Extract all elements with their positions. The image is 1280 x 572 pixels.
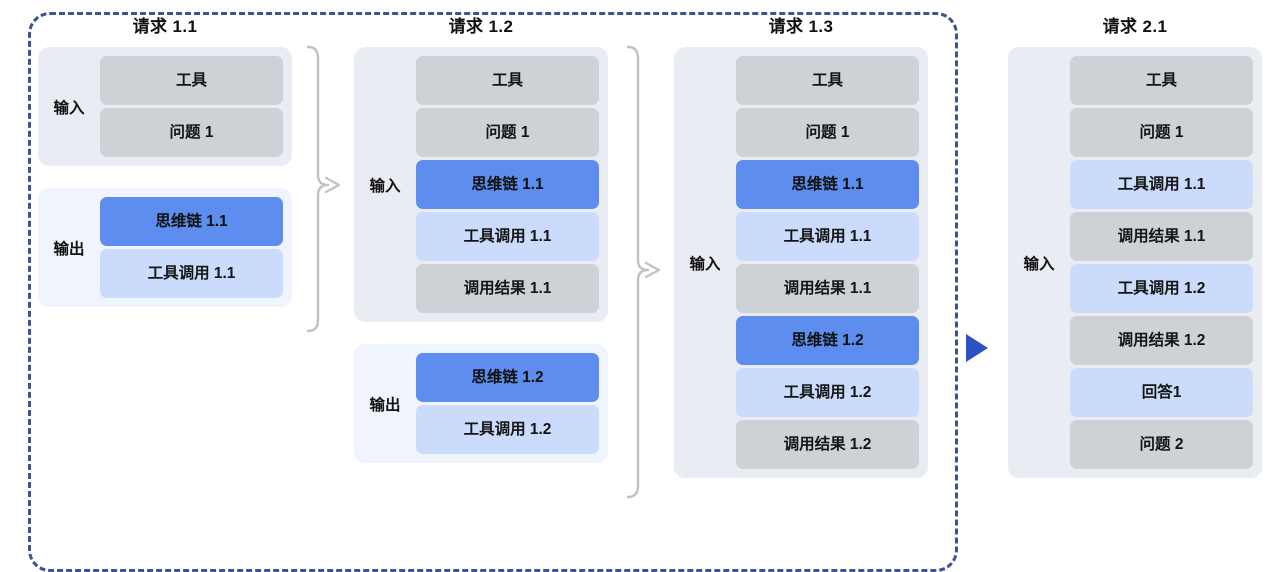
item-chip[interactable]: 工具 [1070, 56, 1253, 105]
column-title: 请求 1.1 [132, 17, 198, 36]
output-panel: 输出 思维链 1.2 工具调用 1.2 [354, 344, 608, 463]
item-chip[interactable]: 调用结果 1.1 [736, 264, 919, 313]
item-chip[interactable]: 工具 [100, 56, 283, 105]
request-column-3: 请求 1.3 输入 工具 问题 1 思维链 1.1 工具调用 1.1 调用结果 … [674, 14, 928, 500]
item-chip[interactable]: 工具调用 1.1 [416, 212, 599, 261]
input-panel: 输入 工具 问题 1 工具调用 1.1 调用结果 1.1 工具调用 1.2 调用… [1008, 47, 1262, 478]
item-chip[interactable]: 问题 1 [100, 108, 283, 157]
item-chip[interactable]: 思维链 1.2 [416, 353, 599, 402]
dashed-transition-arrow-icon [966, 334, 988, 362]
panel-label-output: 输出 [53, 240, 85, 258]
panel-item-list: 工具 问题 1 工具调用 1.1 调用结果 1.1 工具调用 1.2 调用结果 … [1070, 56, 1253, 469]
item-chip[interactable]: 工具调用 1.2 [1070, 264, 1253, 313]
column-title: 请求 2.1 [1102, 17, 1168, 36]
item-chip[interactable]: 问题 1 [1070, 108, 1253, 157]
output-panel: 输出 思维链 1.1 工具调用 1.1 [38, 188, 292, 307]
item-chip[interactable]: 回答1 [1070, 368, 1253, 417]
item-chip[interactable]: 工具调用 1.1 [100, 249, 283, 298]
column-title: 请求 1.2 [448, 17, 514, 36]
request-column-2: 请求 1.2 输入 工具 问题 1 思维链 1.1 工具调用 1.1 调用结果 … [354, 14, 608, 485]
request-column-1: 请求 1.1 输入 工具 问题 1 输出 思维链 1.1 工具调用 1.1 [38, 14, 292, 329]
item-chip[interactable]: 工具调用 1.2 [736, 368, 919, 417]
panel-label-input: 输入 [53, 99, 85, 117]
item-chip[interactable]: 工具 [416, 56, 599, 105]
input-panel: 输入 工具 问题 1 [38, 47, 292, 166]
item-chip[interactable]: 工具调用 1.1 [736, 212, 919, 261]
item-chip[interactable]: 思维链 1.1 [100, 197, 283, 246]
panel-item-list: 工具 问题 1 思维链 1.1 工具调用 1.1 调用结果 1.1 思维链 1.… [736, 56, 919, 469]
panel-item-list: 工具 问题 1 [100, 56, 283, 157]
panel-label-input: 输入 [1023, 255, 1055, 273]
panel-label-output: 输出 [369, 396, 401, 414]
item-chip[interactable]: 思维链 1.2 [736, 316, 919, 365]
item-chip[interactable]: 问题 1 [736, 108, 919, 157]
bracket-arrow-connector-2 [626, 45, 661, 499]
item-chip[interactable]: 调用结果 1.2 [736, 420, 919, 469]
item-chip[interactable]: 调用结果 1.1 [416, 264, 599, 313]
item-chip[interactable]: 调用结果 1.2 [1070, 316, 1253, 365]
item-chip[interactable]: 问题 1 [416, 108, 599, 157]
item-chip[interactable]: 调用结果 1.1 [1070, 212, 1253, 261]
panel-label-input: 输入 [689, 255, 721, 273]
input-panel: 输入 工具 问题 1 思维链 1.1 工具调用 1.1 调用结果 1.1 思维链… [674, 47, 928, 478]
item-chip[interactable]: 思维链 1.1 [736, 160, 919, 209]
item-chip[interactable]: 工具调用 1.2 [416, 405, 599, 454]
panel-label-input: 输入 [369, 177, 401, 195]
panel-item-list: 工具 问题 1 思维链 1.1 工具调用 1.1 调用结果 1.1 [416, 56, 599, 313]
panel-item-list: 思维链 1.1 工具调用 1.1 [100, 197, 283, 298]
bracket-arrow-connector-1 [306, 45, 341, 333]
input-panel: 输入 工具 问题 1 思维链 1.1 工具调用 1.1 调用结果 1.1 [354, 47, 608, 322]
panel-item-list: 思维链 1.2 工具调用 1.2 [416, 353, 599, 454]
item-chip[interactable]: 思维链 1.1 [416, 160, 599, 209]
column-title: 请求 1.3 [768, 17, 834, 36]
item-chip[interactable]: 工具 [736, 56, 919, 105]
item-chip[interactable]: 问题 2 [1070, 420, 1253, 469]
item-chip[interactable]: 工具调用 1.1 [1070, 160, 1253, 209]
request-column-4: 请求 2.1 输入 工具 问题 1 工具调用 1.1 调用结果 1.1 工具调用… [1008, 14, 1262, 500]
